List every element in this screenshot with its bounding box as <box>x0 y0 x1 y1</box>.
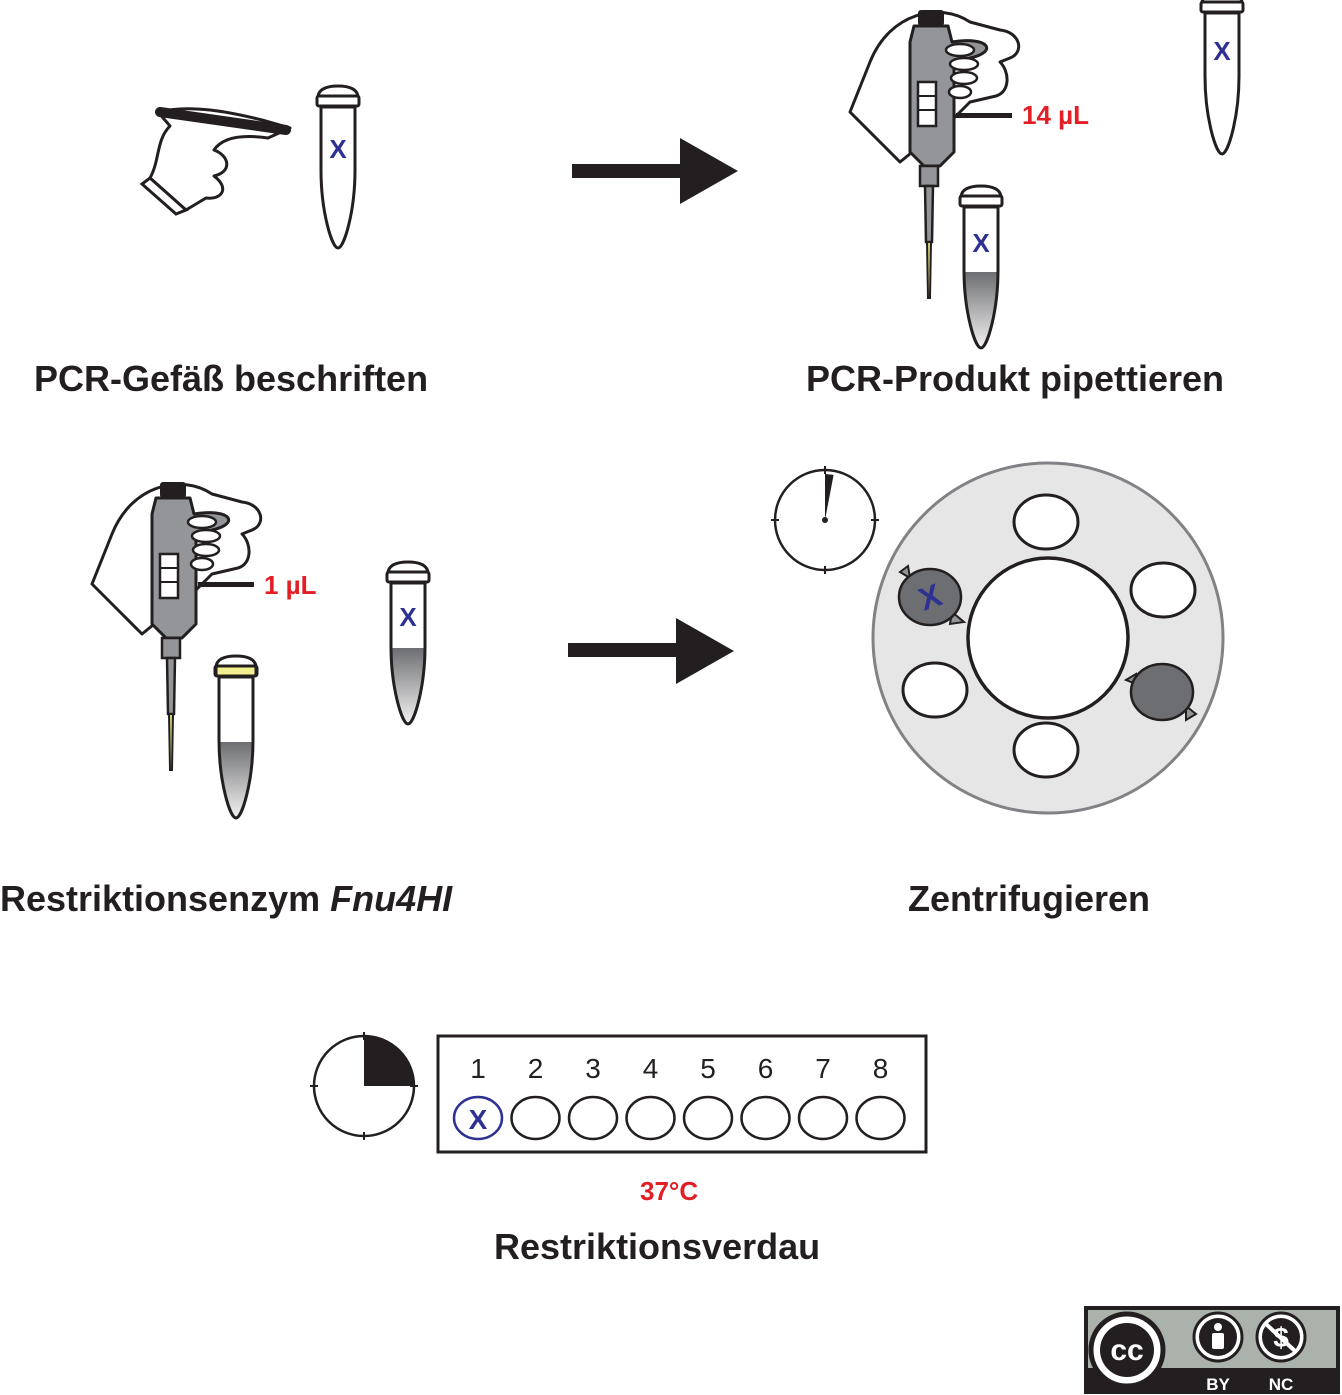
slot-number: 3 <box>585 1053 601 1084</box>
writing-hand-icon <box>139 107 292 216</box>
step-digest: Restriktionsverdau <box>494 1226 821 1267</box>
step-enzyme: Restriktionsenzym Fnu4HI <box>0 878 452 920</box>
rotor-slot <box>901 661 969 719</box>
tube-mark: X <box>469 1104 488 1135</box>
volume-product: 14 µL <box>1022 100 1090 130</box>
timer-icon <box>771 466 879 574</box>
empty-tube-icon <box>315 84 361 250</box>
counterweight-tube-icon <box>1123 662 1198 722</box>
timer-icon <box>310 1032 418 1140</box>
pipette-icon <box>848 8 1021 300</box>
volume-leader-line <box>198 582 254 587</box>
incubator-well <box>797 1095 849 1141</box>
incubator-well <box>452 1095 504 1141</box>
timer-elapsed-wedge <box>364 1036 414 1086</box>
slot-number: 6 <box>758 1053 774 1084</box>
rotor-slot <box>1129 561 1197 619</box>
slot-number: 4 <box>643 1053 659 1084</box>
centrifuge-rotor: X <box>871 461 1225 815</box>
enzyme-tube-icon <box>213 654 259 820</box>
volume-leader-line <box>956 113 1012 118</box>
incubator-well <box>740 1095 791 1141</box>
by-text: BY <box>1206 1375 1230 1394</box>
person-icon <box>1192 1311 1244 1363</box>
incubator-well <box>855 1095 906 1141</box>
slot-number: 2 <box>528 1053 544 1084</box>
slot-number: 7 <box>815 1053 831 1084</box>
incubator-well <box>567 1095 619 1141</box>
tube-mark: X <box>329 134 347 164</box>
tube-mark: X <box>1213 36 1231 66</box>
slot-number: 5 <box>700 1053 716 1084</box>
step-label-tube: PCR-Gefäß beschriften <box>34 358 429 399</box>
volume-enzyme: 1 µL <box>264 570 317 600</box>
pipette-icon <box>90 480 263 772</box>
slot-number: 1 <box>470 1053 486 1084</box>
filled-tube-icon <box>385 560 431 726</box>
rotor-slot <box>1012 721 1080 779</box>
timer-elapsed-wedge <box>825 474 834 520</box>
step-centrifuge: Zentrifugieren <box>908 878 1151 919</box>
step-pipette-product: PCR-Produkt pipettieren <box>806 358 1225 399</box>
enzyme-name: Fnu4HI <box>330 878 453 919</box>
slot-number: 8 <box>873 1053 889 1084</box>
arrow-right-icon <box>572 138 738 204</box>
loaded-tube-icon <box>897 564 967 627</box>
incubation-temperature: 37°C <box>640 1176 699 1206</box>
thermocycler-block: 1X 2 3 4 5 6 7 8 <box>436 1034 928 1154</box>
incubator-well <box>625 1095 676 1141</box>
non-commercial-icon: $ <box>1255 1311 1307 1363</box>
incubator-well <box>682 1095 734 1141</box>
incubator-well <box>510 1095 561 1141</box>
rotor-slot <box>1012 493 1080 551</box>
step-enzyme-prefix: Restriktionsenzym <box>0 878 331 919</box>
nc-text: NC <box>1269 1375 1294 1394</box>
filled-tube-icon <box>958 184 1004 350</box>
cc-text: cc <box>1110 1334 1143 1367</box>
arrow-right-icon <box>568 618 734 684</box>
marked-tube-icon <box>1199 0 1245 156</box>
tube-mark: X <box>399 602 417 632</box>
tube-mark: X <box>972 228 990 258</box>
cc-license-badge: cc $ BY NC <box>1084 1306 1340 1394</box>
